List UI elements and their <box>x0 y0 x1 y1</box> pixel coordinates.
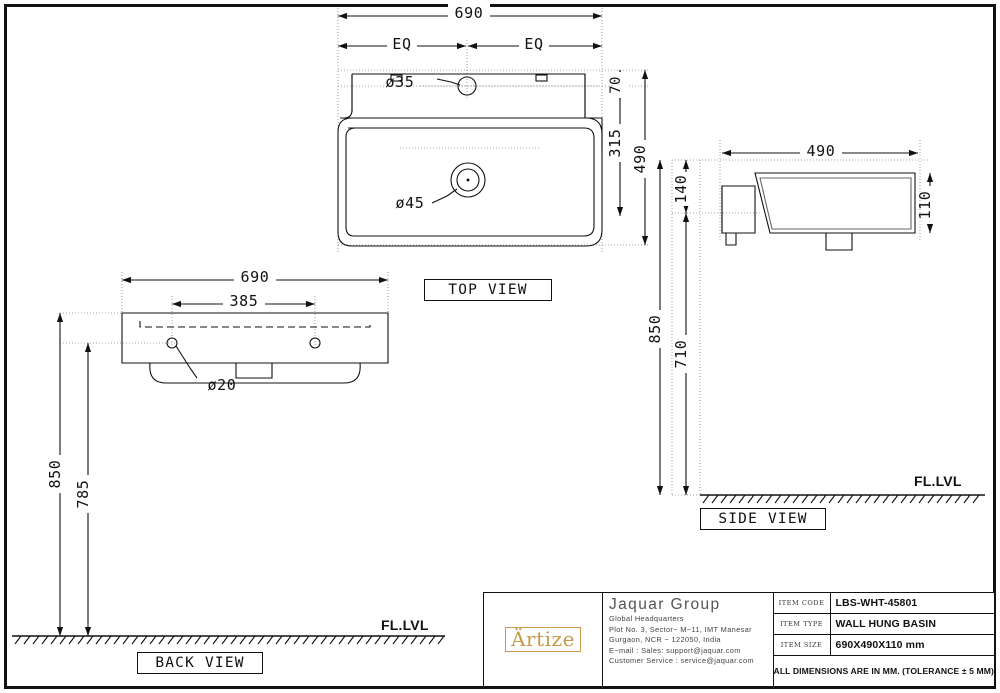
dim-back-850: 850 <box>46 460 64 489</box>
sheet-border <box>4 4 996 689</box>
brand-logo-cell: Ärtize <box>484 593 603 686</box>
dim-tap-hole-d35: ø35 <box>386 73 415 91</box>
view-label-back: BACK VIEW <box>137 652 263 674</box>
dim-top-eq-left: EQ <box>392 35 411 53</box>
dim-back-785: 785 <box>74 480 92 509</box>
view-label-top: TOP VIEW <box>424 279 552 301</box>
dim-top-490: 490 <box>631 145 649 174</box>
company-name: Jaquar Group <box>609 596 721 613</box>
item-code-row: ITEM CODE LBS-WHT-45801 <box>773 593 994 614</box>
view-label-side: SIDE VIEW <box>700 508 826 530</box>
item-type-row: ITEM TYPE WALL HUNG BASIN <box>773 614 994 635</box>
title-block: Ärtize Jaquar Group Global Headquarters … <box>483 592 995 687</box>
artize-logo-box: Ärtize <box>505 627 581 652</box>
address-line-3: Gurgaon, NCR − 122050, India <box>609 635 721 645</box>
dim-side-710: 710 <box>672 340 690 369</box>
dim-back-690: 690 <box>241 268 270 286</box>
dim-top-eq-right: EQ <box>524 35 543 53</box>
dim-top-70: 70 <box>608 76 624 94</box>
address-line-1: Global Headquarters <box>609 614 684 624</box>
floor-level-label-back: FL.LVL <box>381 617 429 633</box>
item-size-value: 690X490X110 mm <box>835 639 925 651</box>
item-code-value: LBS-WHT-45801 <box>835 597 918 609</box>
dim-side-110: 110 <box>916 191 934 220</box>
dim-side-850: 850 <box>646 315 664 344</box>
item-size-label: ITEM SIZE <box>774 635 831 655</box>
address-line-2: Plot No. 3, Sector− M−11, IMT Manesar <box>609 624 752 634</box>
dim-side-490: 490 <box>807 142 836 160</box>
address-line-5: Customer Service : service@jaquar.com <box>609 656 754 666</box>
artize-logo-text: Ärtize <box>511 627 575 651</box>
item-type-label: ITEM TYPE <box>774 614 831 634</box>
dim-back-385: 385 <box>230 292 259 310</box>
tolerance-note: ALL DIMENSIONS ARE IN MM. (TOLERANCE ± 5… <box>773 666 994 676</box>
title-block-company-section: Ärtize Jaquar Group Global Headquarters … <box>484 593 774 686</box>
item-code-label: ITEM CODE <box>774 593 831 613</box>
floor-level-label-side: FL.LVL <box>914 473 962 489</box>
address-line-4: E−mail : Sales: support@jaquar.com <box>609 645 741 655</box>
dimension-texts: 690 EQ EQ ø35 ø45 70 315 490 490 110 140… <box>46 4 939 513</box>
item-size-row: ITEM SIZE 690X490X110 mm <box>773 635 994 656</box>
title-block-item-section: ITEM CODE LBS-WHT-45801 ITEM TYPE WALL H… <box>773 593 994 686</box>
dim-side-140: 140 <box>672 175 690 204</box>
dim-top-315: 315 <box>606 129 624 158</box>
company-address-cell: Jaquar Group Global Headquarters Plot No… <box>603 593 773 686</box>
item-type-value: WALL HUNG BASIN <box>835 618 937 630</box>
dim-fixing-hole-d20: ø20 <box>208 376 237 394</box>
dim-drain-hole-d45: ø45 <box>396 194 425 212</box>
dim-top-690: 690 <box>455 4 484 22</box>
